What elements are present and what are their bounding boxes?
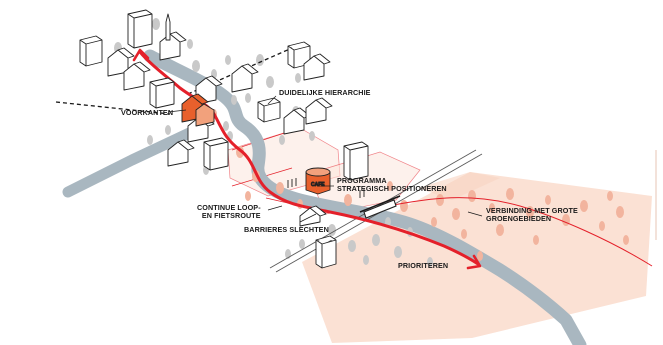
river	[62, 49, 587, 345]
label-programma-line2: STRATEGISCH POSITIONEREN	[337, 184, 447, 193]
church-spire	[165, 13, 171, 41]
red-trees	[211, 109, 629, 261]
building	[79, 35, 103, 67]
label-verbinding-line2: GROENGEBIEDEN	[486, 214, 552, 223]
building	[299, 205, 327, 227]
label-programma-line1: PROGRAMMA	[337, 176, 387, 185]
building	[167, 139, 195, 167]
building	[343, 141, 369, 181]
bridge	[363, 199, 397, 219]
building	[315, 235, 337, 269]
building	[231, 63, 259, 93]
red-route	[138, 50, 480, 266]
label-prioriteren: PRIORITEREN	[398, 261, 449, 270]
building	[287, 41, 311, 69]
label-continue-line1: CONTINUE LOOP-	[197, 203, 261, 212]
label-barrieres-slechten: BARRIERES SLECHTEN	[244, 225, 329, 234]
buildings: CAFE	[79, 9, 369, 269]
pillars	[287, 178, 365, 198]
label-verbinding: VERBINDING MET GROTE GROENGEBIEDEN	[486, 207, 578, 223]
pointer-lines	[167, 95, 483, 223]
connection-line	[387, 197, 653, 267]
label-duidelijke-hierarchie: DUIDELIJKE HIERARCHIE	[279, 88, 371, 97]
label-verbinding-line1: VERBINDING MET GROTE	[486, 206, 578, 215]
cafe-label: CAFE	[311, 182, 325, 188]
building	[303, 53, 331, 81]
arrow-up-icon	[132, 48, 150, 62]
building	[159, 31, 187, 61]
building-highlight	[195, 103, 215, 127]
building	[123, 61, 151, 91]
building	[257, 97, 281, 123]
building	[149, 77, 175, 109]
route-arrows	[132, 48, 482, 270]
arrow-down-icon	[466, 254, 482, 270]
label-programma: PROGRAMMA STRATEGISCH POSITIONEREN	[337, 177, 447, 193]
label-voorkanten: VOORKANTEN	[121, 108, 174, 117]
label-continue-route: CONTINUE LOOP- EN FIETSROUTE	[197, 204, 261, 220]
building	[127, 9, 153, 49]
edge-bar	[655, 150, 657, 240]
cafe-pavilion: CAFE	[305, 167, 331, 195]
grey-trees	[109, 18, 433, 267]
building	[203, 137, 229, 171]
building	[305, 97, 333, 125]
label-continue-line2: EN FIETSROUTE	[201, 211, 261, 220]
